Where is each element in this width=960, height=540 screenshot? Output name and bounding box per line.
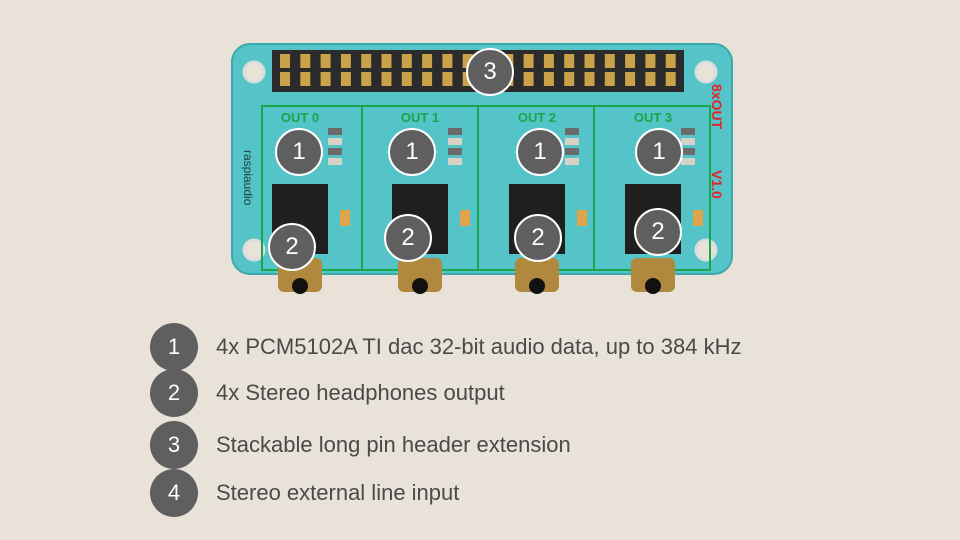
header-pin [523, 54, 534, 68]
capacitor [693, 210, 703, 226]
legend-number: 1 [150, 323, 198, 371]
channel-label-3: OUT 3 [634, 110, 672, 125]
header-pin [280, 72, 290, 86]
callout-dac-2: 1 [516, 128, 564, 176]
header-pin [280, 54, 290, 68]
jack-barrel [398, 258, 442, 292]
legend-number: 2 [150, 369, 198, 417]
header-pin [300, 72, 311, 86]
header-pin [543, 54, 554, 68]
smd-component [328, 138, 342, 145]
legend-item-3: 3 Stackable long pin header extension [150, 420, 571, 470]
pcb-board [231, 43, 733, 275]
callout-dac-0: 1 [275, 128, 323, 176]
header-pin [300, 54, 311, 68]
header-pin [625, 72, 636, 86]
mounting-hole-icon [242, 60, 266, 84]
header-pin [604, 54, 615, 68]
legend-text: Stereo external line input [216, 480, 460, 505]
legend-item-2: 2 4x Stereo headphones output [150, 368, 505, 418]
model-silkscreen: 8xOUT [709, 84, 725, 130]
smd-component [448, 138, 462, 145]
smd-component [448, 148, 462, 155]
legend-number: 4 [150, 469, 198, 517]
capacitor [460, 210, 470, 226]
smd-component [565, 128, 579, 135]
header-pin [361, 72, 372, 86]
callout-jack-1: 2 [384, 214, 432, 262]
smd-component [448, 128, 462, 135]
smd-component [565, 148, 579, 155]
header-pin [361, 54, 372, 68]
smd-component [681, 138, 695, 145]
callout-dac-3: 1 [635, 128, 683, 176]
header-pin [442, 54, 453, 68]
smd-component [328, 128, 342, 135]
smd-component [328, 148, 342, 155]
header-pin [442, 72, 453, 86]
smd-component [328, 158, 342, 165]
mounting-hole-icon [694, 60, 718, 84]
header-pin [320, 72, 331, 86]
header-pin [543, 72, 554, 86]
legend-item-4: 4 Stereo external line input [150, 468, 459, 518]
header-pin [523, 72, 534, 86]
capacitor [577, 210, 587, 226]
jack-hole [529, 278, 545, 294]
capacitor [340, 210, 350, 226]
header-pin [645, 54, 656, 68]
callout-jack-0: 2 [268, 223, 316, 271]
jack-barrel [631, 258, 675, 292]
channel-label-0: OUT 0 [281, 110, 319, 125]
header-pin [422, 54, 433, 68]
header-pin [564, 72, 575, 86]
callout-dac-1: 1 [388, 128, 436, 176]
smd-component [681, 158, 695, 165]
jack-hole [645, 278, 661, 294]
legend-number: 3 [150, 421, 198, 469]
smd-component [565, 138, 579, 145]
smd-component [681, 148, 695, 155]
jack-hole [412, 278, 428, 294]
callout-header: 3 [466, 48, 514, 96]
header-pin [625, 54, 636, 68]
smd-component [565, 158, 579, 165]
version-silkscreen: V1.0 [709, 170, 725, 199]
legend-text: 4x PCM5102A TI dac 32-bit audio data, up… [216, 334, 742, 359]
header-pin [381, 54, 392, 68]
header-pin [665, 54, 676, 68]
channel-label-1: OUT 1 [401, 110, 439, 125]
header-pin [401, 54, 412, 68]
legend-item-1: 1 4x PCM5102A TI dac 32-bit audio data, … [150, 322, 741, 372]
header-pin [381, 72, 392, 86]
smd-component [448, 158, 462, 165]
channel-label-2: OUT 2 [518, 110, 556, 125]
mounting-hole-icon [694, 238, 718, 262]
header-pin [401, 72, 412, 86]
smd-component [681, 128, 695, 135]
header-pin [422, 72, 433, 86]
header-pin [340, 72, 351, 86]
header-pin [665, 72, 676, 86]
jack-hole [292, 278, 308, 294]
legend-text: Stackable long pin header extension [216, 432, 571, 457]
jack-barrel [515, 258, 559, 292]
header-pin [584, 54, 595, 68]
mounting-hole-icon [242, 238, 266, 262]
header-pin [604, 72, 615, 86]
header-pin [320, 54, 331, 68]
callout-jack-3: 2 [634, 208, 682, 256]
legend-text: 4x Stereo headphones output [216, 380, 505, 405]
header-pin [584, 72, 595, 86]
header-pin [340, 54, 351, 68]
header-pin [645, 72, 656, 86]
brand-silkscreen: raspiaudio [241, 150, 255, 206]
header-pin [564, 54, 575, 68]
callout-jack-2: 2 [514, 214, 562, 262]
